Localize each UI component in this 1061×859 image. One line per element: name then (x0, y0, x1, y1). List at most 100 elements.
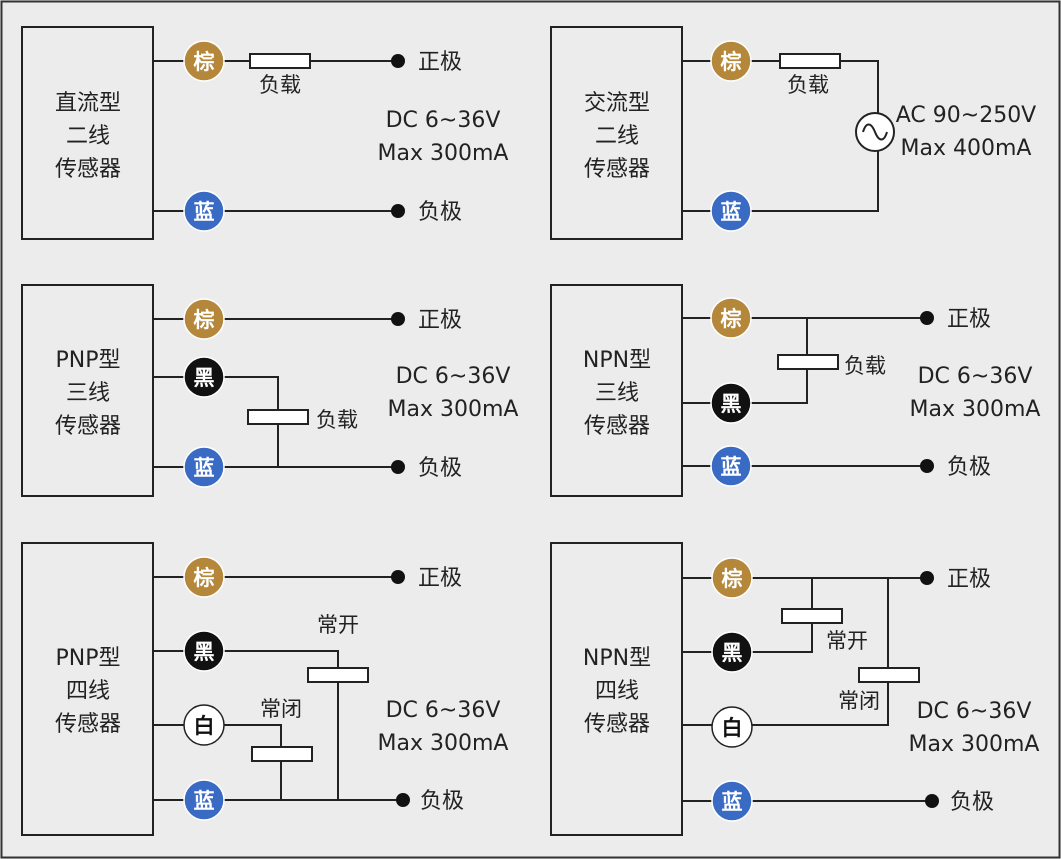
negative-label: 负极 (420, 789, 464, 814)
positive-label: 正极 (418, 566, 462, 591)
positive-dot-icon (391, 312, 405, 326)
sensor-box (21, 284, 154, 497)
negative-label: 负极 (418, 200, 462, 225)
sensor-label-line-2: 二线 (66, 124, 110, 149)
panel-pnp-3wire: PNP型 三线 传感器 负载 棕 黑 蓝 正极 负极 DC 6~36V Max … (21, 284, 519, 497)
spec-voltage: DC 6~36V (918, 364, 1033, 389)
terminal-brown-label: 棕 (194, 50, 215, 74)
normally-closed-load (858, 667, 920, 683)
terminal-blue (710, 190, 752, 232)
sensor-label-line-3: 传感器 (584, 414, 650, 439)
positive-dot-icon (391, 570, 405, 584)
sensor-box (550, 284, 683, 497)
negative-dot-icon (925, 794, 939, 808)
terminal-brown-label: 棕 (722, 567, 743, 591)
terminal-black-label: 黑 (722, 641, 743, 665)
terminal-blue (183, 446, 225, 488)
normally-open-load (781, 608, 843, 624)
sensor-label-line-3: 传感器 (584, 712, 650, 737)
positive-label: 正极 (947, 567, 991, 592)
sensor-label-line-1: NPN型 (583, 646, 651, 671)
terminal-blue-label: 蓝 (722, 790, 743, 814)
terminal-brown-label: 棕 (721, 50, 742, 74)
negative-dot-icon (391, 204, 405, 218)
terminal-brown-label: 棕 (194, 566, 215, 590)
terminal-brown-label: 棕 (194, 308, 215, 332)
load-resistor (247, 409, 309, 425)
normally-open-label: 常开 (826, 629, 868, 653)
terminal-black (710, 382, 752, 424)
terminal-white-label: 白 (194, 714, 215, 738)
negative-label: 负极 (418, 456, 462, 481)
terminal-black-label: 黑 (194, 640, 215, 664)
negative-dot-icon (396, 793, 410, 807)
terminal-blue (183, 190, 225, 232)
negative-dot-icon (920, 459, 934, 473)
normally-open-load (307, 667, 369, 683)
sensor-label-line-1: 交流型 (584, 91, 650, 116)
sensor-box (550, 542, 683, 836)
sensor-label-line-2: 三线 (595, 381, 639, 406)
load-resistor (779, 53, 841, 69)
sensor-label-line-3: 传感器 (55, 712, 121, 737)
spec-current: Max 300mA (909, 732, 1040, 757)
normally-closed-load (251, 746, 313, 762)
terminal-white (711, 706, 753, 748)
terminal-black (183, 630, 225, 672)
spec-current: Max 300mA (388, 397, 519, 422)
spec-current: Max 300mA (910, 397, 1041, 422)
load-resistor (777, 354, 839, 370)
normally-closed-label: 常闭 (838, 689, 880, 713)
terminal-black (711, 631, 753, 673)
positive-label: 正极 (418, 50, 462, 75)
sensor-label-line-3: 传感器 (584, 157, 650, 182)
terminal-white-label: 白 (722, 716, 743, 740)
positive-label: 正极 (418, 308, 462, 333)
terminal-brown (711, 557, 753, 599)
terminal-blue (183, 779, 225, 821)
positive-label: 正极 (947, 307, 991, 332)
load-label: 负载 (844, 354, 886, 378)
negative-label: 负极 (950, 790, 994, 815)
sensor-label-line-3: 传感器 (55, 414, 121, 439)
sensor-label-line-2: 四线 (595, 679, 639, 704)
terminal-blue-label: 蓝 (721, 455, 742, 479)
sensor-label-line-1: PNP型 (56, 646, 121, 671)
terminal-black-label: 黑 (721, 392, 742, 416)
spec-voltage: AC 90~250V (896, 103, 1037, 128)
terminal-black (183, 356, 225, 398)
normally-closed-label: 常闭 (260, 697, 302, 721)
positive-dot-icon (920, 311, 934, 325)
spec-current: Max 300mA (378, 731, 509, 756)
spec-current: Max 400mA (901, 136, 1032, 161)
normally-open-label: 常开 (317, 613, 359, 637)
terminal-brown (183, 556, 225, 598)
terminal-brown (710, 297, 752, 339)
sensor-label-line-2: 二线 (595, 124, 639, 149)
negative-label: 负极 (947, 455, 991, 480)
terminal-white (183, 704, 225, 746)
positive-dot-icon (391, 54, 405, 68)
sensor-label-line-2: 四线 (66, 679, 110, 704)
spec-voltage: DC 6~36V (386, 698, 501, 723)
panel-npn-3wire: NPN型 三线 传感器 负载 棕 黑 蓝 正极 负极 DC 6~36V Max … (550, 284, 1041, 497)
spec-voltage: DC 6~36V (917, 699, 1032, 724)
terminal-brown-label: 棕 (721, 307, 742, 331)
spec-current: Max 300mA (378, 141, 509, 166)
negative-dot-icon (391, 460, 405, 474)
terminal-black-label: 黑 (194, 366, 215, 390)
terminal-brown (183, 40, 225, 82)
sensor-label-line-1: PNP型 (56, 348, 121, 373)
terminal-blue-label: 蓝 (194, 456, 215, 480)
load-label: 负载 (316, 408, 358, 432)
sensor-label-line-1: NPN型 (583, 348, 651, 373)
terminal-brown (710, 40, 752, 82)
panel-npn-4wire: NPN型 四线 传感器 常开 常闭 棕 黑 白 蓝 正极 负极 DC 6~36V… (550, 542, 1040, 836)
panel-ac-2wire: 交流型 二线 传感器 负载 棕 蓝 AC 90~250V Max 400mA (550, 26, 1037, 240)
terminal-blue (710, 445, 752, 487)
panel-dc-2wire: 直流型 二线 传感器 负载 棕 蓝 正极 负极 DC 6~36V Max 300… (21, 26, 509, 240)
sensor-box (21, 542, 154, 836)
